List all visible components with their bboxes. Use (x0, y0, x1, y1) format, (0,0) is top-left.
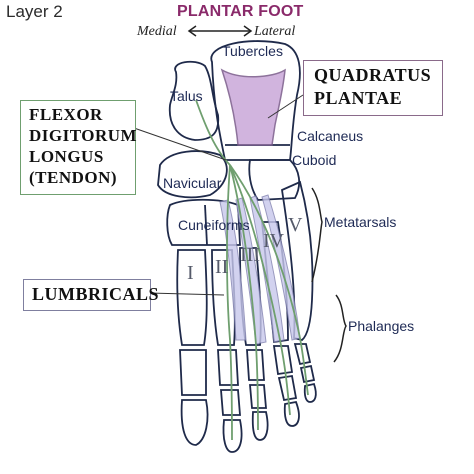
fdl-label-line4: (TENDON) (29, 168, 118, 187)
fdl-label-box: FLEXOR DIGITORUM LONGUS (TENDON) (20, 100, 138, 195)
calcaneus-label: Calcaneus (297, 128, 364, 144)
lumbricals-label-box: LUMBRICALS (23, 279, 159, 311)
fdl-label-line1: FLEXOR (29, 105, 103, 124)
phalanges-bracket (333, 294, 347, 363)
metatarsal-numeral-3: III (240, 244, 260, 266)
direction-arrow (187, 25, 253, 37)
lateral-label: Lateral (254, 24, 296, 39)
fdl-label-line3: LONGUS (29, 147, 104, 166)
cuneiform-bones (166, 198, 241, 246)
metatarsals-bracket (311, 187, 323, 283)
metatarsal-numeral-2: II (215, 256, 229, 278)
phalanges-label: Phalanges (348, 318, 415, 334)
quadratus-label-line1: QUADRATUS (314, 65, 432, 85)
tubercles-label: Tubercles (222, 43, 283, 59)
medial-label: Medial (137, 24, 177, 39)
diagram-title: PLANTAR FOOT (177, 3, 304, 20)
cuboid-bone (248, 159, 301, 201)
metatarsals-label: Metatarsals (324, 214, 397, 230)
cuneiforms-label: Cuneiforms (178, 217, 250, 233)
phalanx-bones (179, 343, 317, 453)
navicular-label: Navicular (163, 175, 222, 191)
pointer-lines (133, 94, 304, 296)
fdl-label-line2: DIGITORUM (29, 126, 138, 145)
quadratus-label-line2: PLANTAE (314, 88, 403, 108)
metatarsal-numeral-1: I (187, 262, 194, 284)
quadratus-plantae-label-box: QUADRATUS PLANTAE (303, 60, 443, 116)
talus-label: Talus (170, 88, 203, 104)
talus-bone (168, 60, 220, 141)
metatarsal-numeral-4: IV (263, 230, 285, 252)
navicular-bone (157, 150, 228, 199)
layer-label: Layer 2 (6, 2, 63, 21)
lumbricals-label: LUMBRICALS (32, 284, 160, 304)
quadratus-plantae-muscle (220, 68, 286, 146)
metatarsal-numeral-5: V (288, 214, 303, 236)
cuboid-label: Cuboid (292, 152, 337, 168)
fdl-tendons (195, 99, 309, 441)
